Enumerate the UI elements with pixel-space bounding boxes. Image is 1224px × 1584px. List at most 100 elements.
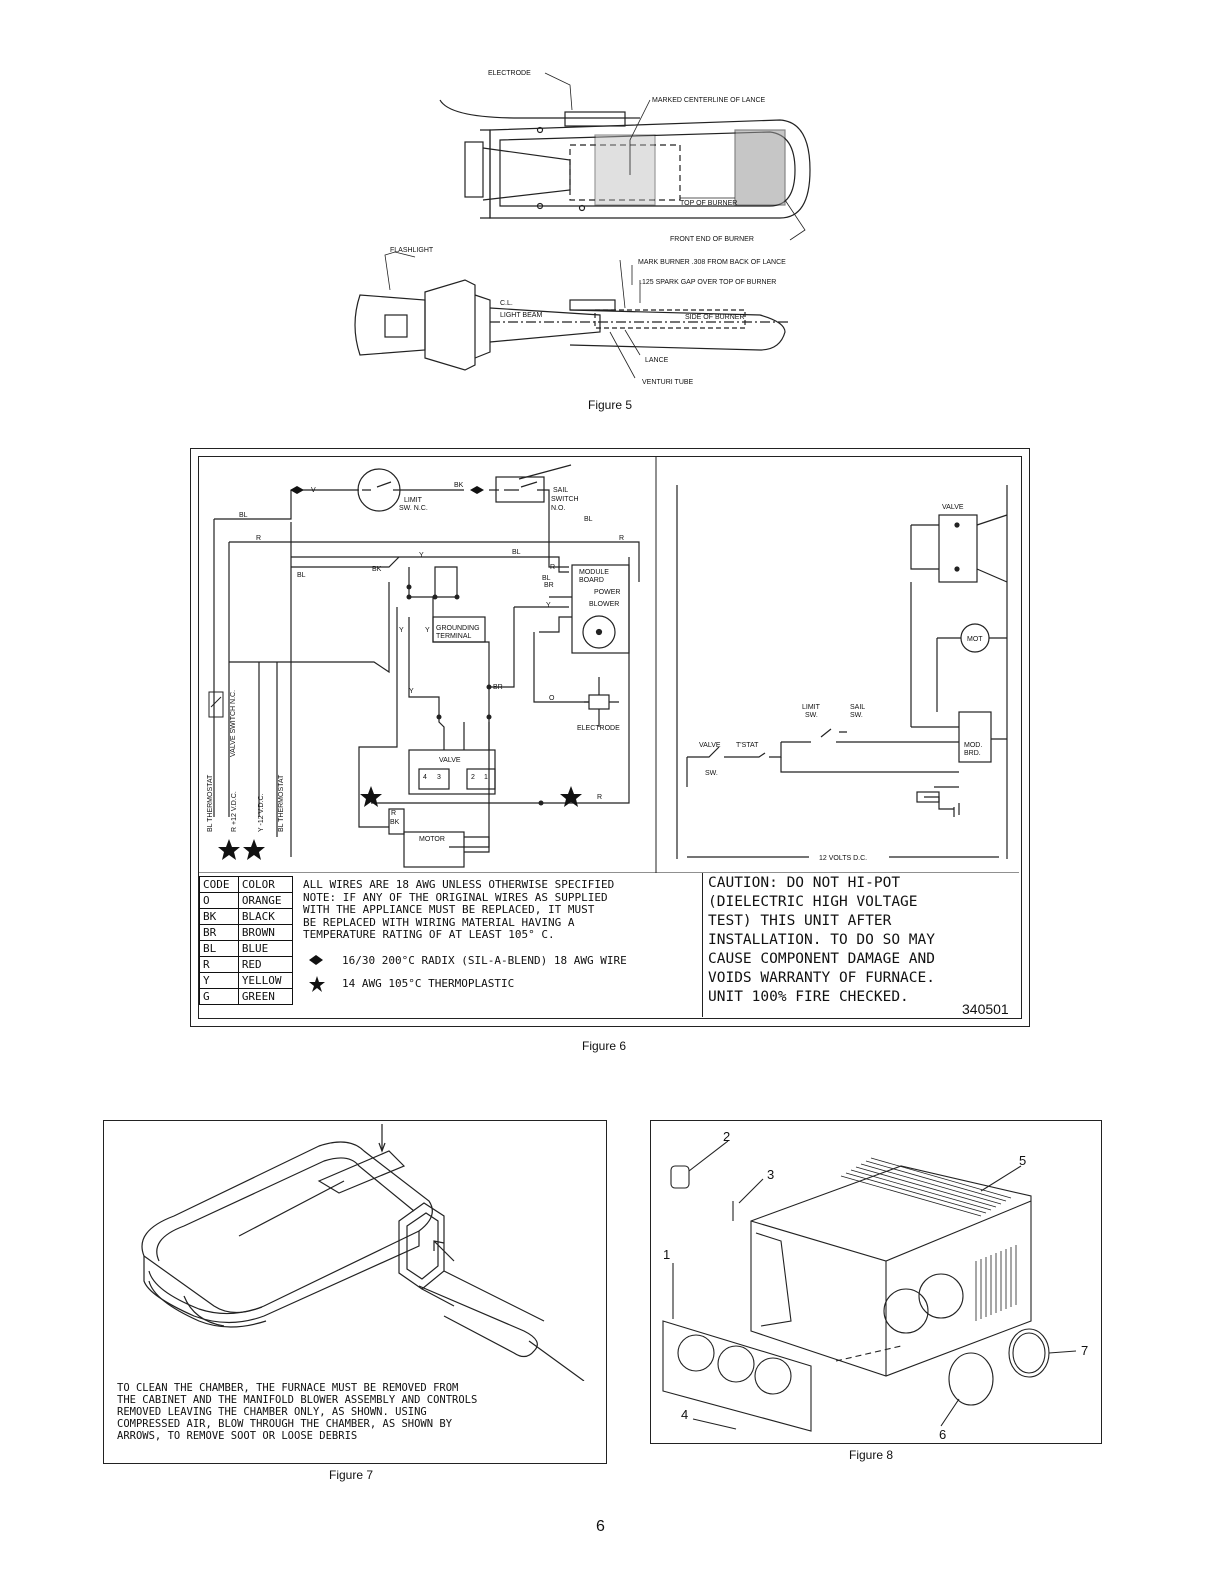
leader-5 (980, 1165, 1022, 1192)
page-number: 6 (596, 1518, 605, 1535)
wire-type-markers (218, 486, 582, 860)
label-electrode: ELECTRODE (488, 70, 531, 77)
w-vert-3: R +12 V.D.C. (231, 791, 238, 832)
figure-7-frame (103, 1120, 607, 1464)
legend-color: GREEN (237, 988, 294, 1005)
w-t1: 1 (484, 774, 488, 781)
figure-6-wiring-diagram: V BK LIMIT SW. N.C. SAIL SWITCH N.O. BL … (199, 457, 1019, 873)
w-t3: 3 (437, 774, 441, 781)
w-grounding: GROUNDING (436, 625, 480, 632)
leader-6 (940, 1398, 960, 1427)
legend-color: RED (237, 956, 294, 973)
legend-code: R (199, 956, 239, 973)
l-limit: LIMIT (802, 704, 821, 711)
w-r-3: R (550, 564, 555, 571)
w-vert-2: VALVE SWITCH N.C. (230, 690, 237, 757)
l-sail2: SW. (850, 712, 863, 719)
w-y-5: Y (409, 688, 414, 695)
figure-6-inner-frame (198, 456, 1022, 1019)
w-r-2: R (619, 535, 624, 542)
w-module: MODULE (579, 569, 609, 576)
part-number: 340501 (962, 1001, 1009, 1017)
callout-3: 3 (767, 1167, 774, 1182)
flashlight-side-view (354, 279, 790, 371)
legend-color: YELLOW (237, 972, 294, 989)
label-side-of-burner: SIDE OF BURNER (685, 314, 745, 321)
w-bk: BK (454, 482, 464, 489)
w-bk-motor: BK (390, 819, 400, 826)
label-lance: LANCE (645, 357, 669, 364)
leader-3 (738, 1178, 764, 1204)
w-bl-4: BL (512, 549, 521, 556)
l-tstat: T'STAT (736, 742, 759, 749)
legend-header-color: COLOR (237, 876, 294, 893)
label-marked-centerline: MARKED CENTERLINE OF LANCE (652, 97, 766, 104)
label-top-of-burner: TOP OF BURNER (680, 200, 737, 207)
figure-7-instructions: TO CLEAN THE CHAMBER, THE FURNACE MUST B… (117, 1382, 478, 1442)
diamond-symbol (309, 955, 323, 965)
cabinet-top-grille (840, 1157, 1012, 1217)
burner-top-leaders (544, 72, 806, 241)
l-brd: BRD. (964, 750, 981, 757)
label-front-end: FRONT END OF BURNER (670, 236, 754, 243)
figure-8-drawing: 1 2 3 4 5 6 7 (662, 1129, 1088, 1441)
w-bl-3: BL (297, 572, 306, 579)
w-power: POWER (594, 589, 620, 596)
schematic-junction-dots (406, 584, 544, 806)
wire-notes: ALL WIRES ARE 18 AWG UNLESS OTHERWISE SP… (303, 878, 615, 941)
legend-header-code: CODE (199, 876, 239, 893)
callout-7: 7 (1081, 1343, 1088, 1358)
w-motor: MOTOR (419, 836, 445, 843)
l-sail: SAIL (850, 704, 865, 711)
figure-7-drawing (141, 1124, 585, 1381)
star-symbol (309, 976, 325, 992)
callout-1: 1 (663, 1247, 670, 1262)
w-sail: SAIL (553, 487, 568, 494)
w-br-1: BR (544, 582, 554, 589)
figure-6-frame (190, 448, 1030, 1027)
legend-code: Y (199, 972, 239, 989)
legend-code: BR (199, 924, 239, 941)
flashlight-side-leaders (384, 251, 641, 379)
w-limit: LIMIT (404, 497, 423, 504)
w-r-4: R (597, 794, 602, 801)
callout-2: 2 (723, 1129, 730, 1144)
w-vert-4: Y -12 V.D.C. (258, 793, 265, 832)
l-mod: MOD. (964, 742, 982, 749)
w-vert-5: BL THERMOSTAT (278, 774, 285, 832)
w-electrode: ELECTRODE (577, 725, 620, 732)
label-mark-burner: MARK BURNER .308 FROM BACK OF LANCE (638, 259, 786, 266)
w-y-2: Y (399, 627, 404, 634)
w-y-3: Y (425, 627, 430, 634)
callout-4: 4 (681, 1407, 688, 1422)
l-volts: 12 VOLTS D.C. (819, 855, 867, 862)
l-mot: MOT (967, 636, 983, 643)
burner-top-view (439, 99, 811, 219)
label-light-beam: LIGHT BEAM (500, 312, 542, 319)
label-venturi: VENTURI TUBE (642, 379, 694, 386)
w-br-2: BR (493, 684, 503, 691)
w-limit2: SW. N.C. (399, 505, 428, 512)
w-r-motor: R (391, 810, 396, 817)
legend-code: BK (199, 908, 239, 925)
legend-color: BLACK (237, 908, 294, 925)
figure-5-caption: Figure 5 (588, 398, 633, 412)
leader-7 (1048, 1350, 1077, 1354)
figure-5-drawing: ELECTRODE MARKED CENTERLINE OF LANCE TOP… (354, 70, 811, 386)
w-bl-1: BL (239, 512, 248, 519)
legend-code: BL (199, 940, 239, 957)
legend-code: O (199, 892, 239, 909)
w-sail3: N.O. (551, 505, 565, 512)
w-r-1: R (256, 535, 261, 542)
callout-5: 5 (1019, 1153, 1026, 1168)
w-t2: 2 (471, 774, 475, 781)
caution-text: CAUTION: DO NOT HI-POT (DIELECTRIC HIGH … (708, 875, 935, 1005)
w-bl-5: BL (542, 575, 551, 582)
w-module2: BOARD (579, 577, 604, 584)
